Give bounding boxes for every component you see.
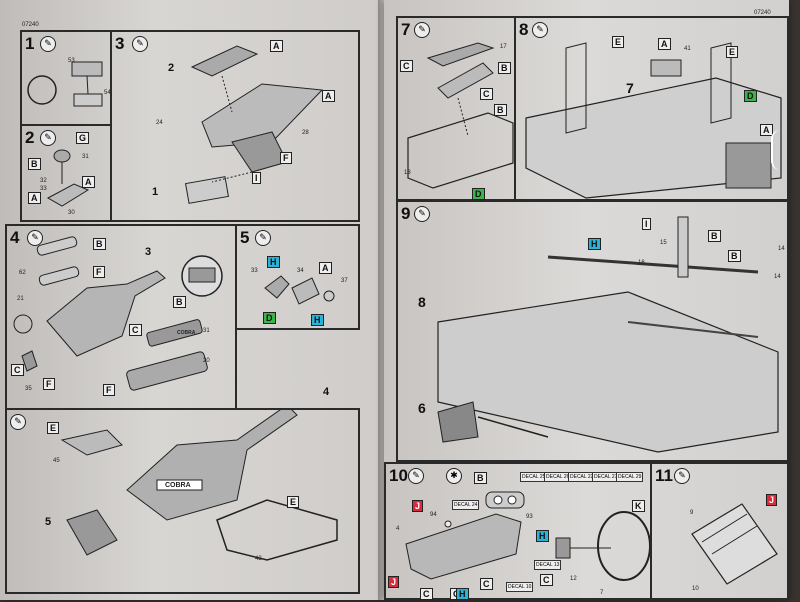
right-page: 07240 7 ✎ C B C B D 17 13 8 ✎ 7 E A E xyxy=(384,0,789,600)
left-page: 07240 1 ✎ 53 54 2 ✎ G B A A 31 32 33 30 … xyxy=(0,0,385,600)
step-6-drawing xyxy=(60,410,338,561)
step-8-panel: 8 ✎ 7 E A E D A 41 xyxy=(514,16,789,201)
glue-icon: ✎ xyxy=(132,36,148,52)
glue-icon: ✎ xyxy=(40,130,56,146)
page-code-left: 07240 xyxy=(22,22,39,28)
step-number: 4 xyxy=(10,228,20,247)
step-number: 10 xyxy=(389,466,408,485)
step-3-panel: 3 ✎ 2 1 A A F I 24 28 xyxy=(110,30,360,222)
step-2-drawing xyxy=(46,149,90,207)
step-11-drawing xyxy=(691,503,778,585)
glue-icon: ✎ xyxy=(27,230,43,246)
step-4-panel: 4 ✎ 3 B F B C C F F 62 21 35 20 31 COBRA xyxy=(5,224,237,410)
step-8-drawing xyxy=(525,42,782,199)
step-3-drawing xyxy=(184,45,324,204)
step-5-panel: 5 ✎ H A D H 33 34 37 xyxy=(235,224,360,330)
glue-icon: ✎ xyxy=(414,206,430,222)
step-11-panel: 11 ✎ J 9 10 xyxy=(650,462,789,600)
glue-icon: ✎ xyxy=(10,414,26,430)
step-number: 5 xyxy=(240,228,250,247)
step-6-panel: 6 ✎ 4 5 E E 45 42 COBRA xyxy=(5,386,360,594)
step-7-panel: 7 ✎ C B C B D 17 13 xyxy=(396,16,516,201)
glue-icon: ✎ xyxy=(674,468,690,484)
step-10-panel: 10 ✎ ✱ B DECAL 25 DECAL 26 DECAL 22 DECA… xyxy=(384,462,652,600)
step-7-drawing xyxy=(407,42,514,189)
step-number: 7 xyxy=(401,20,411,39)
step-5-drawing xyxy=(264,275,335,305)
step-number: 8 xyxy=(519,20,529,39)
glue-icon: ✎ xyxy=(408,468,424,484)
glue-icon: ✎ xyxy=(40,36,56,52)
step-number: 1 xyxy=(25,34,35,53)
step-10-drawing xyxy=(405,491,651,581)
page-code-right: 07240 xyxy=(754,10,771,16)
step-9-drawing xyxy=(437,216,779,453)
step-9-panel: 9 ✎ 8 6 I B H B 15 16 14 14 xyxy=(396,200,789,462)
white-cord xyxy=(771,130,789,170)
paint-icon: ✱ xyxy=(446,468,462,484)
step-number: 11 xyxy=(655,466,673,485)
step-4-drawing xyxy=(13,236,223,391)
step-number: 3 xyxy=(115,34,125,53)
glue-icon: ✎ xyxy=(532,22,548,38)
step-2-panel: 2 ✎ G B A A 31 32 33 30 xyxy=(20,124,112,222)
glue-icon: ✎ xyxy=(414,22,430,38)
step-1-drawing xyxy=(27,61,103,107)
step-number: 2 xyxy=(25,128,35,147)
step-1-panel: 1 ✎ 53 54 xyxy=(20,30,112,126)
step-number: 9 xyxy=(401,204,411,223)
glue-icon: ✎ xyxy=(255,230,271,246)
